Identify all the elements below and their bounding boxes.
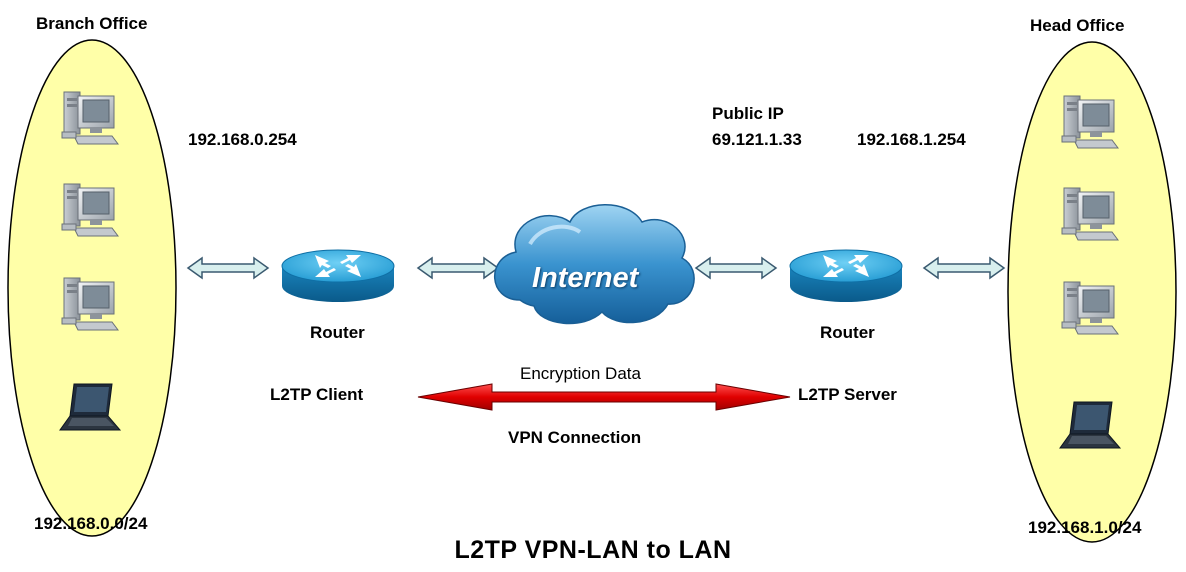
head-pc-2-icon: [1061, 187, 1119, 241]
branch-subnet-label: 192.168.0.0/24: [34, 514, 148, 533]
l2tp-client-label: L2TP Client: [270, 385, 364, 404]
branch-office-title: Branch Office: [36, 14, 148, 33]
left-router-icon: [281, 249, 395, 303]
branch-pc-2-icon: [61, 183, 119, 237]
public-ip-label: Public IP: [712, 104, 784, 123]
link-arrow-branch-router: [187, 257, 269, 279]
head-gateway-ip: 192.168.1.254: [857, 130, 966, 149]
internet-cloud-icon: [493, 204, 695, 325]
left-router-label: Router: [310, 323, 365, 342]
encryption-data-label: Encryption Data: [520, 364, 641, 383]
right-router-icon: [789, 249, 903, 303]
link-arrow-internet-router: [695, 257, 777, 279]
head-pc-3-icon: [1061, 281, 1119, 335]
vpn-connection-label: VPN Connection: [508, 428, 642, 447]
l2tp-server-label: L2TP Server: [798, 385, 897, 404]
diagram-title: L2TP VPN-LAN to LAN: [454, 536, 732, 564]
vpn-tunnel-arrow: [417, 383, 791, 411]
link-arrow-router-head: [923, 257, 1005, 279]
right-router-label: Router: [820, 323, 875, 342]
branch-pc-3-icon: [61, 277, 119, 331]
head-pc-1-icon: [1061, 95, 1119, 149]
public-ip-value: 69.121.1.33: [712, 130, 802, 149]
head-office-title: Head Office: [1030, 16, 1125, 35]
link-arrow-router-internet: [417, 257, 499, 279]
head-subnet-label: 192.168.1.0/24: [1028, 518, 1142, 537]
branch-gateway-ip: 192.168.0.254: [188, 130, 297, 149]
branch-pc-1-icon: [61, 91, 119, 145]
internet-label: Internet: [532, 262, 639, 294]
